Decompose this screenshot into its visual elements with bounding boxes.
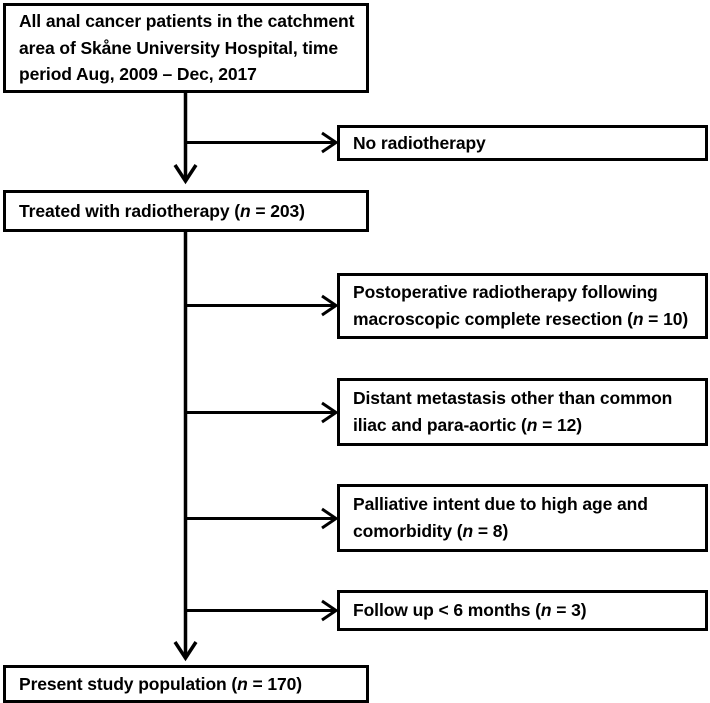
node-exclusion-postoperative: Postoperative radiotherapy following macr… (337, 273, 708, 339)
study-population-close: ) (296, 673, 302, 694)
followup-count: 3 (571, 600, 581, 621)
postoperative-line-2-pre: macroscopic complete resection ( (353, 309, 633, 329)
postoperative-close: ) (682, 309, 689, 329)
postoperative-n-symbol: n (632, 309, 644, 329)
followup-n-symbol: n (540, 600, 552, 621)
node-source-population-text: All anal cancer patients in the catchmen… (6, 8, 362, 88)
treated-n-symbol: n (239, 200, 251, 221)
metastasis-close: ) (576, 415, 582, 435)
study-population-n-symbol: n (237, 673, 248, 694)
branch-arrowhead-no-radiotherapy (321, 131, 339, 154)
source-population-line-2: area of Skåne University Hospital, time (19, 37, 338, 58)
source-population-line-3: period Aug, 2009 – Dec, 2017 (19, 64, 257, 85)
study-population-label: Present study population ( (19, 673, 238, 694)
palliative-close: ) (502, 521, 509, 541)
branch-arrowhead-palliative (321, 507, 339, 530)
node-exclusion-palliative-text: Palliative intent due to high age and com… (340, 491, 656, 544)
node-exclusion-metastasis: Distant metastasis other than common ilia… (337, 378, 708, 446)
treated-eq: = (250, 200, 271, 221)
postoperative-count: 10 (663, 309, 683, 329)
followup-line-1-pre: Follow up < 6 months ( (353, 600, 541, 621)
node-exclusion-followup: Follow up < 6 months (n = 3) (337, 590, 708, 631)
node-exclusion-metastasis-text: Distant metastasis other than common ilia… (340, 385, 680, 438)
node-exclusion-followup-text: Follow up < 6 months (n = 3) (340, 597, 595, 624)
treated-count: 203 (270, 200, 300, 221)
source-population-line-1: All anal cancer patients in the catchmen… (19, 11, 355, 32)
palliative-count: 8 (492, 521, 503, 541)
followup-close: ) (580, 600, 587, 621)
node-no-radiotherapy: No radiotherapy (337, 125, 708, 161)
metastasis-eq: = (537, 415, 557, 435)
node-study-population: Present study population (n = 170) (3, 665, 369, 703)
palliative-line-2-pre: comorbidity ( (353, 521, 463, 541)
postoperative-eq: = (643, 309, 664, 329)
treated-close: ) (299, 200, 305, 221)
node-exclusion-postoperative-text: Postoperative radiotherapy following macr… (340, 279, 696, 332)
palliative-eq: = (473, 521, 493, 541)
treated-label: Treated with radiotherapy ( (19, 200, 240, 221)
metastasis-line-1: Distant metastasis other than common (353, 388, 673, 409)
study-population-eq: = (247, 673, 268, 694)
node-exclusion-palliative: Palliative intent due to high age and com… (337, 484, 708, 552)
metastasis-count: 12 (556, 415, 577, 435)
study-population-count: 170 (267, 673, 297, 694)
trunk-arrowhead-lower (173, 641, 198, 662)
trunk-arrowhead-upper (173, 164, 198, 185)
metastasis-n-symbol: n (526, 415, 538, 435)
node-treated-with-radiotherapy-text: Treated with radiotherapy (n = 203) (6, 198, 313, 225)
followup-eq: = (551, 600, 572, 621)
metastasis-line-2-pre: iliac and para-aortic ( (353, 415, 527, 435)
branch-arrowhead-postoperative (321, 294, 339, 317)
node-no-radiotherapy-text: No radiotherapy (353, 132, 486, 153)
postoperative-line-1: Postoperative radiotherapy following (353, 282, 658, 303)
node-source-population: All anal cancer patients in the catchmen… (3, 3, 369, 93)
node-study-population-text: Present study population (n = 170) (6, 671, 310, 698)
branch-arrowhead-followup (321, 599, 339, 622)
palliative-line-1: Palliative intent due to high age and (353, 494, 648, 515)
palliative-n-symbol: n (462, 521, 474, 541)
branch-arrowhead-metastasis (321, 401, 339, 424)
node-treated-with-radiotherapy: Treated with radiotherapy (n = 203) (3, 190, 369, 232)
